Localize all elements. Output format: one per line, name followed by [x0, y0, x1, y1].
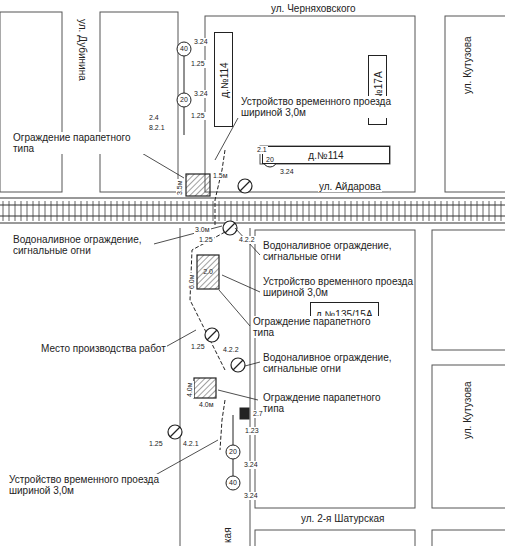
sign-number: 20	[228, 448, 238, 456]
sign-number: 3.24	[193, 38, 209, 46]
street-name: ул. Кутузова	[462, 36, 473, 96]
sign-number: 4.2.1	[182, 440, 200, 448]
sign-number: 1.5м	[212, 172, 229, 180]
street-name: ул. Дубинина	[77, 18, 88, 82]
sign-number: 40	[228, 479, 238, 487]
sign-number: 2.4	[148, 114, 160, 122]
callout-note: Устройство временного проезда шириной 3,…	[240, 96, 407, 118]
sign-number: 3.24	[243, 492, 259, 500]
callout-note: Ограждение парапетного типа	[12, 132, 144, 154]
sign-number: 4.0м	[186, 381, 194, 398]
callout-note: Водоналивное ограждение, сигнальные огни	[262, 240, 409, 262]
sign-number: 4.0м	[198, 401, 215, 409]
sign-number: 3.5м	[176, 179, 184, 196]
sign-number: 20	[179, 96, 189, 104]
sign-number: 20	[265, 156, 275, 164]
street-name: ул. Черняховского	[270, 3, 357, 14]
sign-number: 6.0м	[188, 273, 196, 290]
city-blocks	[0, 12, 505, 546]
street-name: ул. Кутузова	[462, 381, 473, 441]
building-number: д.№114	[308, 150, 343, 161]
sign-number: 2.0	[202, 268, 214, 276]
callout-note: Место производства работ	[40, 343, 167, 354]
sign-number: 3.0м	[194, 226, 211, 234]
sign-number: 3.24	[243, 461, 259, 469]
leader-lines	[140, 118, 260, 478]
no-entry-signs	[168, 179, 252, 439]
sign-number: 1.25	[148, 440, 164, 448]
building-box: д.№114	[214, 32, 233, 127]
callout-note: Ограждение парапетного типа	[262, 392, 394, 414]
sign-number: 3.24	[279, 168, 295, 176]
street-name: кая	[222, 526, 233, 544]
sign-number: 4.2.2	[222, 346, 240, 354]
sign-number: 8.2.1	[148, 124, 166, 132]
tram-tracks	[0, 198, 505, 223]
callout-note: Ограждение парапетного типа	[252, 316, 384, 338]
sign-number: 40	[179, 45, 189, 53]
callout-note: Устройство временного проезда шириной 3,…	[262, 276, 414, 298]
sign-number: 1.23	[244, 427, 260, 435]
sign-number: 1.25	[190, 112, 206, 120]
sign-number: 4.2.2	[238, 236, 256, 244]
sign-number: 1.25	[190, 343, 206, 351]
callout-note: Водоналивное ограждение, сигнальные огни	[262, 352, 409, 374]
building-number: д.№114	[218, 62, 229, 97]
sign-number: 2.7	[252, 410, 264, 418]
sign-number: 2.1	[256, 146, 268, 154]
sign-number: 1.25	[190, 60, 206, 68]
callout-note: Водоналивное ограждение, сигнальные огни	[12, 234, 154, 256]
temporary-passages	[190, 150, 225, 450]
callout-note: Устройство временного проезда шириной 3,…	[8, 474, 160, 496]
sign-number: 1.25	[198, 236, 214, 244]
work-zones	[186, 174, 219, 398]
street-name: ул. 2-я Шатурская	[300, 513, 385, 524]
sign-number: 3.24	[193, 90, 209, 98]
street-name: ул. Айдарова	[318, 181, 382, 192]
building-box: д.№114	[262, 146, 390, 164]
